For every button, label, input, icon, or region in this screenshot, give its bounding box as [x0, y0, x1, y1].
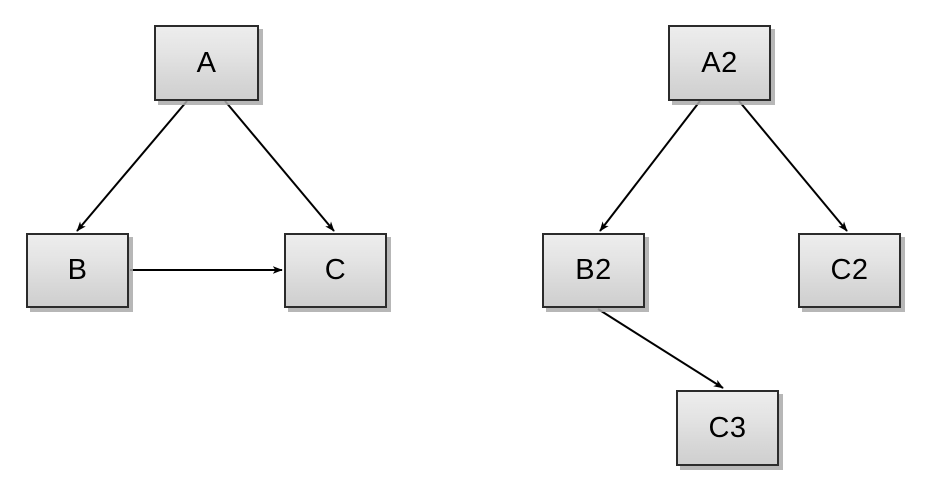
edges-group — [76, 100, 848, 389]
node-c3[interactable]: C3 — [676, 390, 779, 466]
node-c2[interactable]: C2 — [798, 233, 901, 308]
node-a[interactable]: A — [154, 25, 259, 101]
node-b[interactable]: B — [26, 233, 129, 308]
edge-b2-to-c3 — [597, 308, 724, 389]
edge-a2-to-b2 — [599, 100, 701, 232]
node-label-c: C — [324, 254, 347, 286]
edge-a-to-c — [224, 100, 335, 232]
node-label-a2: A2 — [701, 46, 738, 79]
node-label-c2: C2 — [830, 254, 869, 286]
node-label-b: B — [67, 254, 88, 286]
edge-a2-to-c2 — [738, 100, 848, 232]
node-b2[interactable]: B2 — [542, 233, 645, 308]
node-a2[interactable]: A2 — [668, 25, 771, 101]
node-c[interactable]: C — [284, 233, 387, 308]
node-label-b2: B2 — [575, 254, 612, 286]
edge-a-to-b — [76, 100, 188, 232]
node-label-c3: C3 — [708, 411, 747, 444]
node-label-a: A — [196, 46, 217, 79]
